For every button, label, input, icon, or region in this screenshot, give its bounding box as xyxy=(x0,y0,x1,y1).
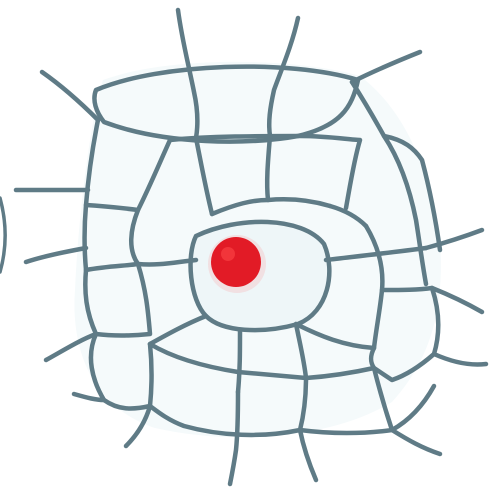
inner-connector-top-right xyxy=(267,136,270,200)
bottom-right-down xyxy=(300,430,316,480)
top-left-diagonal xyxy=(42,72,98,120)
center-dot xyxy=(211,237,261,287)
center-bottom-connector xyxy=(238,330,240,392)
center-dot-group xyxy=(208,235,266,293)
left-edge-arc xyxy=(0,198,5,272)
right-bottom-spike xyxy=(392,430,440,454)
top-right-diagonal xyxy=(352,52,420,82)
right-lower-spike xyxy=(434,354,486,365)
right-middle-spike xyxy=(432,288,482,312)
center-dot-highlight xyxy=(221,247,235,261)
